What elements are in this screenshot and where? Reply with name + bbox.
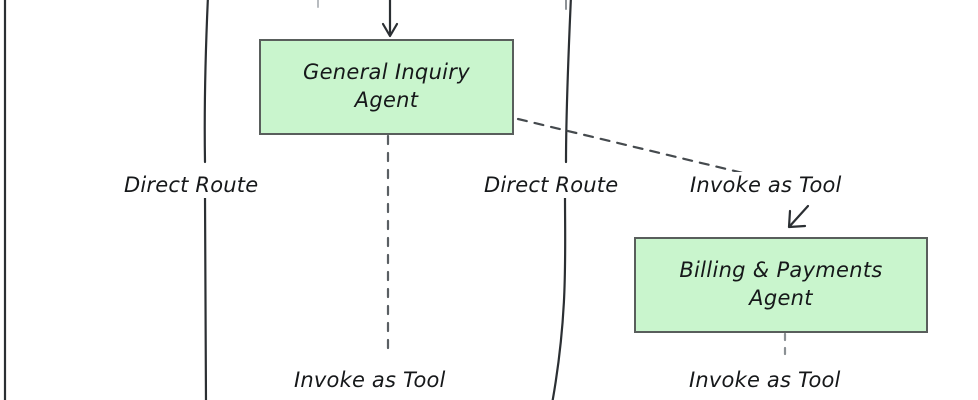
edge-label-invoke-as-tool-right: Invoke as Tool [685,172,847,198]
edge-label-invoke-as-tool-bottom-right: Invoke as Tool [684,367,846,393]
billing-arrow-head-icon [787,204,810,229]
edge-label-invoke-as-tool-bottom-left: Invoke as Tool [289,367,451,393]
node-billing-payments-agent-label: Billing & Payments Agent [679,258,883,310]
left-route-line-upper [203,0,209,164]
center-route-line-lower [551,194,567,400]
incoming-arrow-head-icon [381,22,399,38]
node-billing-payments-agent[interactable]: Billing & Payments Agent [634,237,928,333]
node-general-inquiry-agent[interactable]: General Inquiry Agent [259,39,514,135]
general-inquiry-to-billing-dashed-line [516,117,795,187]
edge-label-direct-route-center: Direct Route [479,172,624,198]
node-general-inquiry-agent-label: General Inquiry Agent [303,60,470,112]
center-route-line-upper [564,0,572,164]
left-route-line-lower [203,194,208,400]
edge-label-direct-route-left: Direct Route [119,172,264,198]
